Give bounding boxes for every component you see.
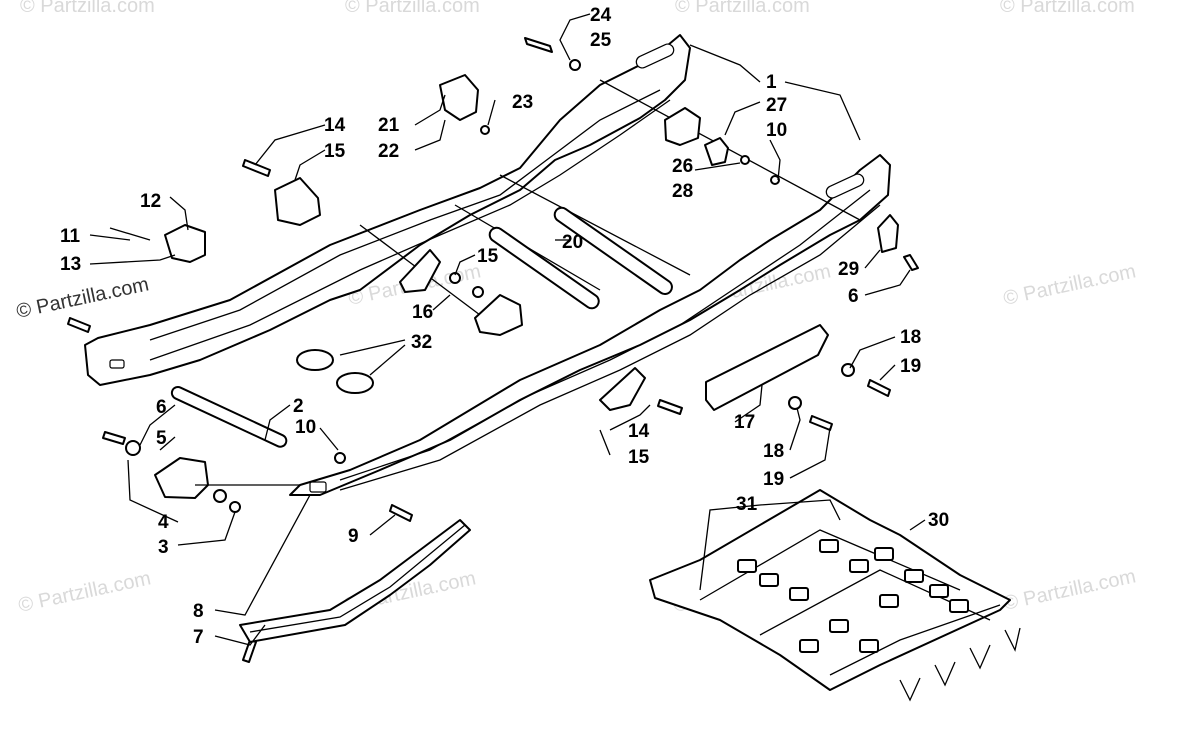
nut <box>740 155 750 165</box>
washer <box>788 396 802 410</box>
bolt <box>657 399 683 415</box>
cross-shafts <box>170 79 861 448</box>
watermark: © Partzilla.com <box>345 0 480 17</box>
bracket <box>474 294 523 336</box>
callout-label: 15 <box>324 141 346 162</box>
callout-label: 28 <box>672 181 693 202</box>
callout-label: 5 <box>156 428 167 449</box>
washer <box>569 59 581 71</box>
watermark: © Partzilla.com <box>1001 565 1137 615</box>
bumper <box>154 457 209 499</box>
callout-label: 10 <box>295 417 316 438</box>
callout-label: 15 <box>477 246 499 267</box>
callout-label: 14 <box>628 421 650 442</box>
bolt <box>389 504 413 522</box>
callout-label: 3 <box>158 537 169 558</box>
watermark: © Partzilla.com <box>16 567 152 617</box>
callout-label: 32 <box>411 332 432 353</box>
nut <box>229 501 241 513</box>
callout-label: 18 <box>763 441 784 462</box>
nut <box>334 452 346 464</box>
washer <box>770 175 780 185</box>
callout-label: 23 <box>512 92 533 113</box>
callout-label: 13 <box>60 254 81 275</box>
bracket <box>599 367 646 411</box>
bumper <box>664 107 701 146</box>
callout-label: 26 <box>672 156 693 177</box>
callout-label: 10 <box>766 120 787 141</box>
callout-label: 16 <box>412 302 433 323</box>
callout-label: 30 <box>928 510 949 531</box>
callout-label: 20 <box>562 232 583 253</box>
callout-label: 15 <box>628 447 650 468</box>
small-parts <box>67 37 919 663</box>
callout-label: 31 <box>736 494 758 515</box>
callout-label: 21 <box>378 115 400 136</box>
slider-block <box>705 324 829 411</box>
nut <box>449 272 461 284</box>
callout-label: 6 <box>848 286 859 307</box>
bolt <box>809 415 833 431</box>
track-lugs <box>899 627 1021 702</box>
watermarks: © Partzilla.com © Partzilla.com © Partzi… <box>14 0 1137 617</box>
callout-label: 6 <box>156 397 167 418</box>
callout-label: 19 <box>763 469 784 490</box>
front-slide-rail <box>289 154 891 496</box>
bolt <box>242 159 271 177</box>
callout-label: 9 <box>348 526 359 547</box>
bolt <box>242 639 257 663</box>
leader-lines <box>89 13 926 646</box>
callout-label: 29 <box>838 259 859 280</box>
bumper <box>704 137 729 166</box>
callout-label: 22 <box>378 141 399 162</box>
washer <box>213 489 227 503</box>
bracket <box>274 177 321 226</box>
bolt <box>524 37 553 53</box>
track <box>649 489 1021 702</box>
callout-label: 19 <box>900 356 921 377</box>
nut <box>472 286 484 298</box>
watermark: © Partzilla.com <box>675 0 810 17</box>
callout-label: 14 <box>324 115 346 136</box>
watermark-primary: © Partzilla.com <box>14 273 150 323</box>
callout-label: 8 <box>193 601 204 622</box>
watermark: © Partzilla.com <box>1000 0 1135 17</box>
nut <box>480 125 490 135</box>
back-slide-rail <box>84 34 691 386</box>
watermark: © Partzilla.com <box>20 0 155 17</box>
callout-label: 18 <box>900 327 921 348</box>
callout-label: 24 <box>590 5 612 26</box>
callout-label: 25 <box>590 30 612 51</box>
callout-label: 7 <box>193 627 204 648</box>
callout-label: 17 <box>734 412 755 433</box>
bumper <box>164 224 206 263</box>
hose-clamp <box>336 372 374 394</box>
bolt <box>903 254 919 271</box>
callout-label: 11 <box>60 226 81 247</box>
hose-clamp <box>296 349 334 371</box>
bolt <box>67 317 91 333</box>
washer <box>125 440 141 456</box>
bolt <box>867 379 891 397</box>
cotter-pin <box>109 227 151 241</box>
callouts: 24 25 1 27 10 21 22 23 14 15 26 28 12 11… <box>60 5 949 648</box>
callout-label: 4 <box>158 512 169 533</box>
callout-label: 1 <box>766 72 777 93</box>
bracket <box>399 249 441 293</box>
callout-label: 2 <box>293 396 304 417</box>
bolt <box>102 431 126 445</box>
bracket <box>877 214 899 253</box>
callout-label: 12 <box>140 191 161 212</box>
track-clips <box>737 539 969 653</box>
wear-strip <box>239 519 471 643</box>
callout-label: 27 <box>766 95 787 116</box>
washer <box>841 363 855 377</box>
bumper <box>439 74 479 121</box>
watermark: © Partzilla.com <box>1001 260 1137 310</box>
